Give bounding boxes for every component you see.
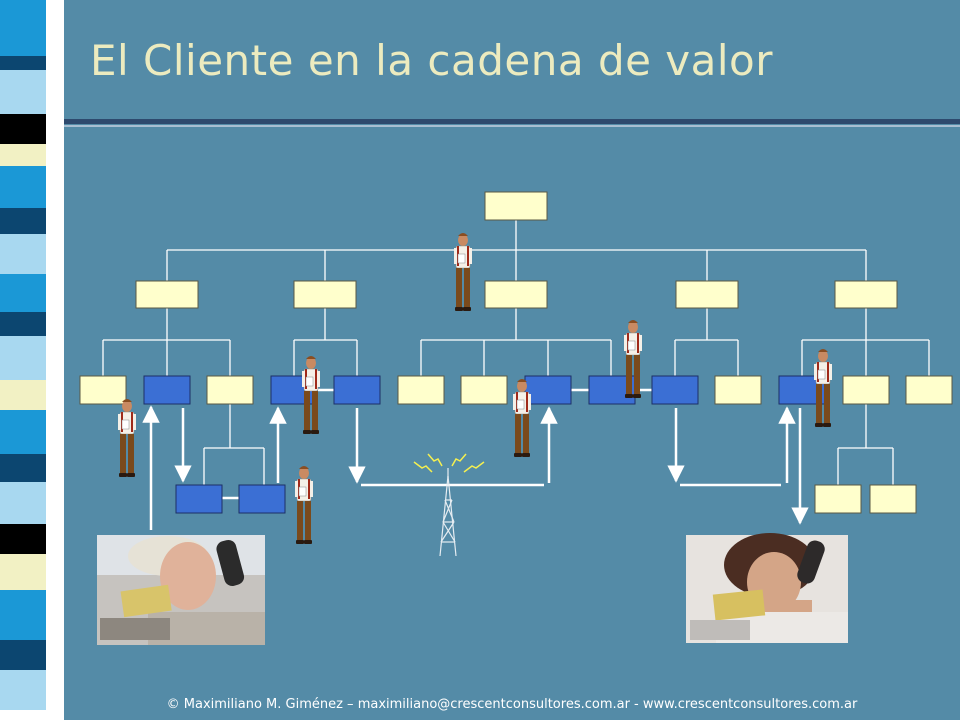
strip-block: [0, 482, 46, 524]
strip-block: [0, 144, 46, 166]
strip-block: [0, 640, 46, 670]
org-unit-box: [460, 375, 508, 405]
org-unit-box: [484, 280, 548, 309]
title-rule-light: [64, 125, 960, 127]
strip-block: [0, 234, 46, 274]
active-process-box: [143, 375, 191, 405]
signal-bolts-icon: [413, 453, 485, 473]
employee-figure-icon: [302, 356, 320, 434]
strip-block: [0, 410, 46, 454]
strip-block: [0, 336, 46, 380]
process-chain-links: [222, 388, 652, 500]
employee-figure-icon: [624, 320, 642, 398]
active-process-box: [238, 484, 286, 514]
org-unit-box: [135, 280, 199, 309]
title-rule: [64, 119, 960, 124]
org-unit-box: [842, 375, 890, 405]
org-unit-box: [206, 375, 254, 405]
org-chart-connectors: [102, 220, 930, 485]
strip-block: [0, 208, 46, 234]
org-unit-box: [484, 191, 548, 221]
org-unit-box: [293, 280, 357, 309]
slide-title: El Cliente en la cadena de valor: [90, 36, 774, 85]
employee-figure-icon: [814, 349, 832, 427]
org-unit-box: [79, 375, 127, 405]
org-unit-box: [814, 484, 862, 514]
org-chart-boxes: [79, 191, 953, 514]
strip-block: [0, 590, 46, 640]
org-unit-box: [714, 375, 762, 405]
active-process-box: [175, 484, 223, 514]
active-process-box: [651, 375, 699, 405]
employee-figures: [118, 233, 832, 544]
strip-block: [0, 274, 46, 312]
org-unit-box: [834, 280, 898, 309]
footer-credits: © Maximiliano M. Giménez – maximiliano@c…: [166, 697, 858, 712]
strip-block: [0, 0, 46, 56]
customer-photo-young-woman: [686, 533, 848, 643]
strip-block: [0, 554, 46, 590]
org-unit-box: [675, 280, 739, 309]
strip-block: [0, 312, 46, 336]
decorative-side-strip: [0, 0, 64, 720]
workflow-arrows: [142, 405, 809, 530]
strip-block: [0, 114, 46, 144]
employee-figure-icon: [454, 233, 472, 311]
active-process-box: [333, 375, 381, 405]
employee-figure-icon: [513, 379, 531, 457]
employee-figure-icon: [295, 466, 313, 544]
employee-figure-icon: [118, 399, 136, 477]
active-process-box: [524, 375, 572, 405]
strip-block: [0, 56, 46, 70]
org-unit-box: [397, 375, 445, 405]
strip-block: [0, 70, 46, 114]
org-unit-box: [905, 375, 953, 405]
strip-block: [0, 454, 46, 482]
strip-block: [0, 524, 46, 554]
antenna-tower-icon: [439, 468, 457, 557]
strip-block: [0, 166, 46, 208]
org-unit-box: [869, 484, 917, 514]
customer-photo-older-woman: [97, 535, 265, 645]
strip-block: [0, 670, 46, 710]
strip-block: [0, 380, 46, 410]
